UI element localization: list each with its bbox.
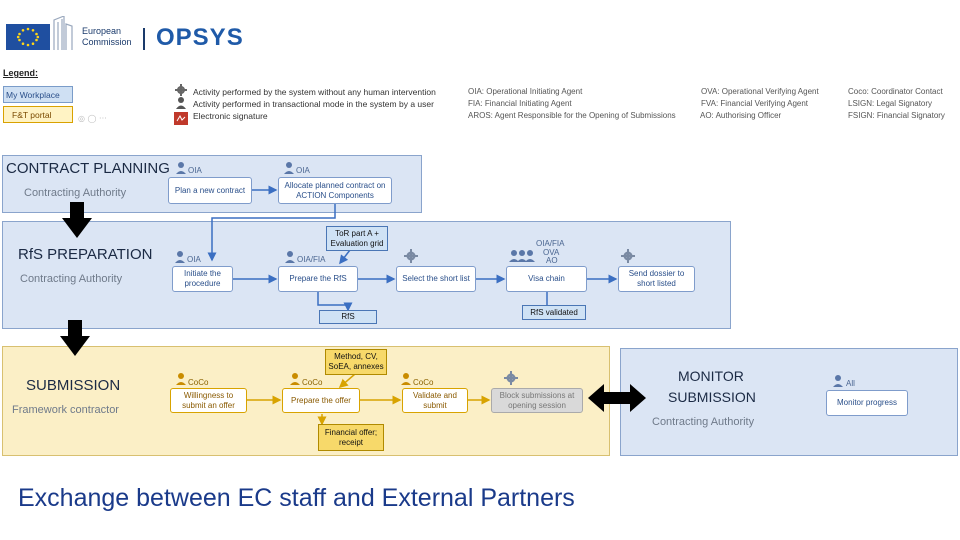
step-prepare-offer[interactable]: Prepare the offer [282,388,360,413]
doc-rfs-validated: RfS validated [522,305,586,320]
down-arrow-rfs-to-submission [60,320,90,356]
role-oia: OIA: Operational Initiating Agent [468,87,583,96]
legend-roles-col2: OVA: Operational Verifying Agent FVA: Fi… [701,86,819,110]
step-plan-new-contract[interactable]: Plan a new contract [168,177,252,204]
ec-flag-logo [6,16,73,50]
header-separator [143,28,145,50]
user-icon [401,373,411,385]
lane-title-monitor-2: SUBMISSION [668,389,756,405]
actor-label: CoCo [413,378,434,387]
lane-title-rfs: RfS PREPARATION [18,246,153,263]
down-arrow-planning-to-rfs [62,202,92,238]
step-willingness[interactable]: Willingness to submit an offer [170,388,247,413]
step-block-submissions[interactable]: Block submissions at opening session [491,388,583,413]
ec-name: European Commission [82,26,132,48]
step-validate-submit[interactable]: Validate and submit [402,388,468,413]
ft-portal-button[interactable]: F&T portal [3,106,73,123]
step-visa-chain[interactable]: Visa chain [506,266,587,292]
role-ova: OVA: Operational Verifying Agent [701,87,819,96]
user-icon [290,373,300,385]
user-icon [525,250,535,262]
legend-esignature: Electronic signature [193,111,268,121]
step-monitor-progress[interactable]: Monitor progress [826,390,908,416]
role-lsign: LSIGN: Legal Signatory [848,99,933,108]
user-icon [509,250,519,262]
doc-method-cv: Method, CV, SoEA, annexes [325,349,387,375]
step-allocate-contract[interactable]: Allocate planned contract on ACTION Comp… [278,177,392,204]
lane-sub-monitor: Contracting Authority [652,416,755,428]
role-fva: FVA: Financial Verifying Agent [701,99,809,108]
gear-icon [504,371,518,385]
actor-label: OIA/FIA [536,239,565,248]
step-prepare-rfs[interactable]: Prepare the RfS [278,266,358,292]
lane-title-submission: SUBMISSION [26,377,121,394]
role-fsign: FSIGN: Financial Signatory [848,111,945,120]
doc-financial-offer: Financial offer; receipt [318,424,384,451]
legend-title: Legend: [3,68,38,78]
lane-title-planning: CONTRACT PLANNING [6,160,170,177]
legend-roles-col1: OIA: Operational Initiating Agent FIA: F… [468,86,676,122]
lane-title-monitor-1: MONITOR [678,368,744,384]
legend-icons [174,84,188,125]
user-icon [176,97,186,109]
actor-label: CoCo [188,378,209,387]
doc-rfs: RfS [319,310,377,324]
ec-name-line2: Commission [82,37,132,47]
gear-icon [175,84,187,96]
faded-toolbar-icons: ◎ ◯ ··· [78,114,107,123]
actor-label: CoCo [302,378,323,387]
step-send-dossier[interactable]: Send dossier to short listed [618,266,695,292]
actor-label: OIA/FIA [297,255,326,264]
step-select-short-list[interactable]: Select the short list [396,266,476,292]
gear-icon [621,249,635,263]
app-title: OPSYS [156,24,244,51]
user-icon [284,162,294,174]
user-icon [833,375,843,387]
legend-roles-col3: Coco: Coordinator Contact LSIGN: Legal S… [848,86,945,122]
lane-sub-rfs: Contracting Authority [20,273,123,285]
actor-label: AO [546,256,558,265]
legend-system-activity: Activity performed by the system without… [193,87,436,97]
user-icon [285,251,295,263]
gear-icon [404,249,418,263]
role-ao: AO: Authorising Officer [700,111,782,120]
actor-label: All [846,379,855,388]
actor-label: OVA [543,248,560,257]
lane-sub-planning: Contracting Authority [24,187,127,199]
role-aros: AROS: Agent Responsible for the Opening … [468,111,676,120]
lane-sub-submission: Framework contractor [12,404,119,416]
slide-caption: Exchange between EC staff and External P… [18,484,575,512]
step-initiate-procedure[interactable]: Initiate the procedure [172,266,233,292]
actor-label: OIA [188,166,202,175]
actor-label: OIA [296,166,310,175]
my-workplace-button[interactable]: My Workplace [3,86,73,103]
user-icon [517,250,527,262]
role-coco: Coco: Coordinator Contact [848,87,943,96]
legend-user-activity: Activity performed in transactional mode… [193,99,434,109]
double-arrow-submission-monitor [588,384,646,412]
actor-label: OIA [187,255,201,264]
doc-tor-evaluation-grid: ToR part A + Evaluation grid [326,226,388,251]
user-icon [176,373,186,385]
ec-name-line1: European [82,26,122,36]
user-icon [175,251,185,263]
role-fia: FIA: Financial Initiating Agent [468,99,572,108]
user-icon [176,162,186,174]
